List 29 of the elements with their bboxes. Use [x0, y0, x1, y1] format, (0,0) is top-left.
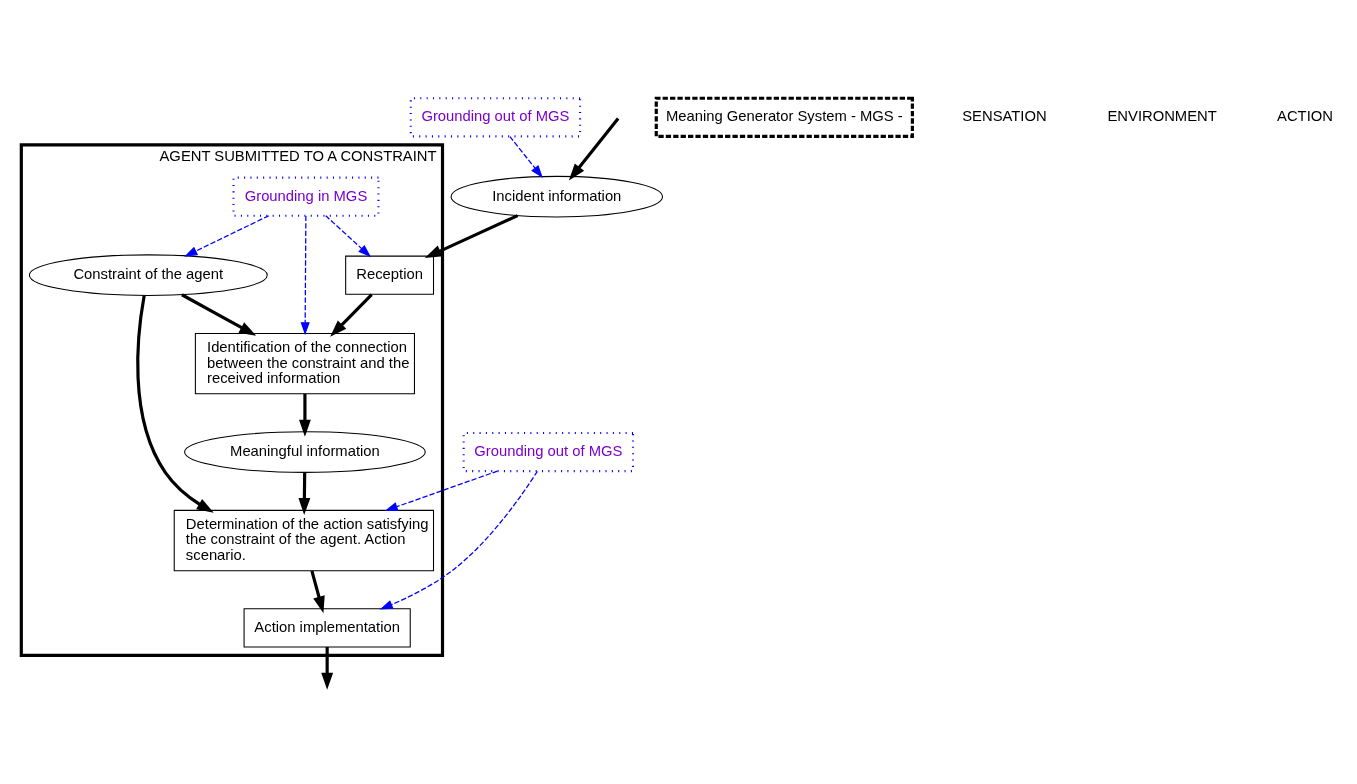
arrow: [424, 214, 519, 259]
arrow: [330, 293, 373, 337]
arrow: [299, 393, 311, 437]
arrow: [298, 472, 311, 515]
node-ellipse: Meaningful information: [184, 431, 426, 473]
node-box: Grounding out of MGS: [409, 97, 582, 138]
arrow: [321, 646, 334, 690]
arrow: [384, 470, 499, 511]
label: SENSATION: [962, 108, 1047, 125]
arrow: [568, 117, 620, 181]
node-box: Grounding out of MGS: [462, 432, 635, 473]
node-box: Reception: [345, 255, 435, 295]
arrow: [509, 136, 543, 179]
arrow: [184, 215, 270, 257]
arrow: [310, 570, 325, 614]
node-box: Determination of the action satisfying the constraint of the agent. Action scenario.: [173, 509, 435, 572]
label: ENVIRONMENT: [1107, 108, 1217, 125]
node-box: Meaning Generator System - MGS -: [654, 96, 914, 138]
arrow: [325, 215, 372, 258]
node-box: Identification of the connection between the constraint and the received information: [194, 332, 415, 395]
label: ACTION: [1277, 108, 1333, 125]
node-ellipse: Constraint of the agent: [28, 254, 268, 296]
arrow: [181, 293, 257, 336]
arrow: [136, 295, 214, 513]
node-ellipse: Incident information: [450, 175, 664, 218]
arrow: [300, 215, 310, 336]
arrow: [379, 470, 538, 610]
node-box: Action implementation: [243, 608, 411, 648]
node-box: Grounding in MGS: [232, 176, 380, 217]
